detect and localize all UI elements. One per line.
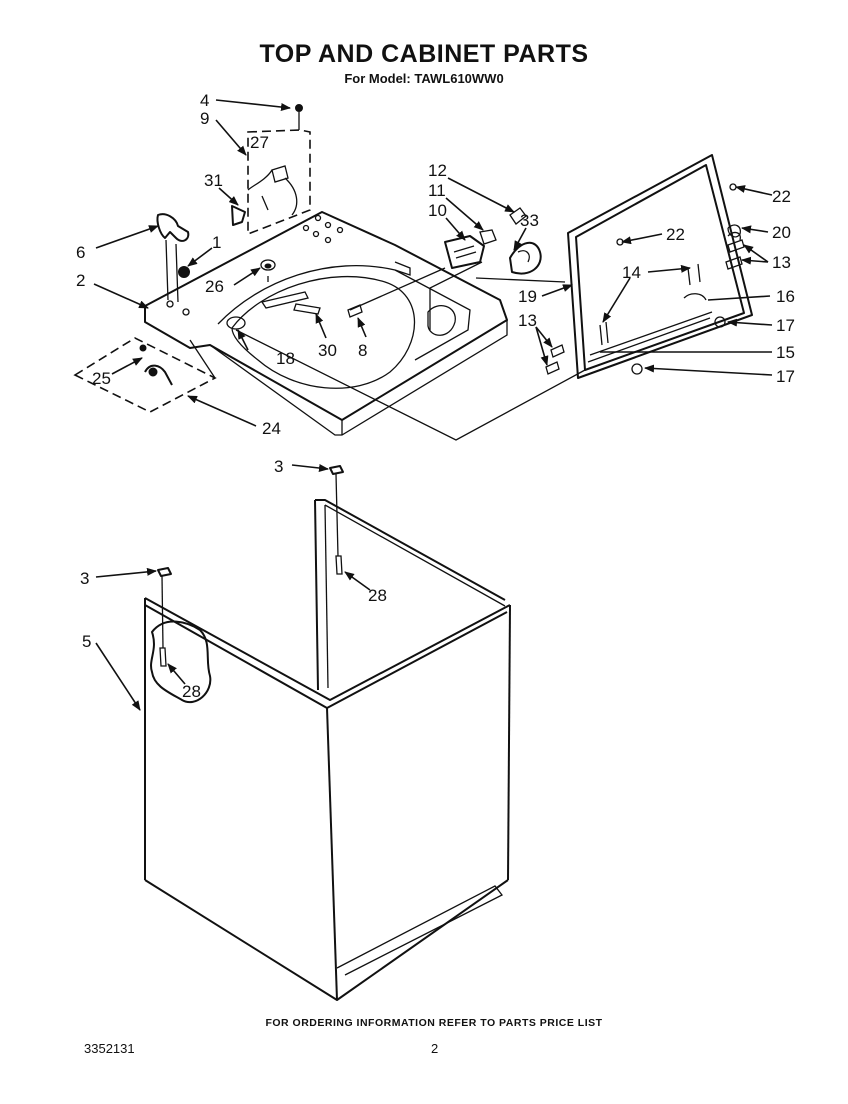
callout-arrows — [93, 99, 773, 711]
callout-4: 4 — [200, 91, 209, 110]
callout-labels: 4 9 27 31 6 1 2 26 12 11 10 33 22 22 20 … — [76, 91, 795, 701]
callout-8: 8 — [358, 341, 367, 360]
page-title: TOP AND CABINET PARTS — [259, 40, 589, 68]
callout-1: 1 — [212, 233, 221, 252]
callout-13-left: 13 — [518, 311, 537, 330]
callout-25: 25 — [92, 369, 111, 388]
callout-10: 10 — [428, 201, 447, 220]
callout-18: 18 — [276, 349, 295, 368]
callout-20: 20 — [772, 223, 791, 242]
callout-13-right: 13 — [772, 253, 791, 272]
callout-12: 12 — [428, 161, 447, 180]
lid — [567, 154, 753, 379]
callout-31: 31 — [204, 171, 223, 190]
callout-9: 9 — [200, 109, 209, 128]
cabinet-cutaway — [150, 620, 212, 703]
callout-3-upper: 3 — [274, 457, 283, 476]
callout-22-lid: 22 — [666, 225, 685, 244]
callout-3-lower: 3 — [80, 569, 89, 588]
callout-5: 5 — [82, 632, 91, 651]
callout-26: 26 — [205, 277, 224, 296]
page-number: 2 — [431, 1041, 439, 1056]
callout-15: 15 — [776, 343, 795, 362]
callout-6: 6 — [76, 243, 85, 262]
model-subtitle: For Model: TAWL610WW0 — [344, 71, 504, 86]
callout-24: 24 — [262, 419, 281, 438]
callout-14: 14 — [622, 263, 641, 282]
callout-28-upper: 28 — [368, 586, 387, 605]
cabinet — [144, 499, 511, 1001]
callout-27: 27 — [250, 133, 269, 152]
ordering-note: FOR ORDERING INFORMATION REFER TO PARTS … — [265, 1017, 603, 1029]
callout-2: 2 — [76, 271, 85, 290]
document-number: 3352131 — [84, 1041, 135, 1056]
callout-19: 19 — [518, 287, 537, 306]
callout-33: 33 — [520, 211, 539, 230]
assembly-lines — [161, 122, 586, 649]
callout-11: 11 — [428, 181, 446, 200]
callout-17-lower: 17 — [776, 367, 795, 386]
small-parts — [73, 104, 745, 667]
top-panel — [144, 211, 508, 436]
callout-22-top: 22 — [772, 187, 791, 206]
callout-28-lower: 28 — [182, 682, 201, 701]
callout-30: 30 — [318, 341, 337, 360]
callout-17-upper: 17 — [776, 316, 795, 335]
callout-16: 16 — [776, 287, 795, 306]
